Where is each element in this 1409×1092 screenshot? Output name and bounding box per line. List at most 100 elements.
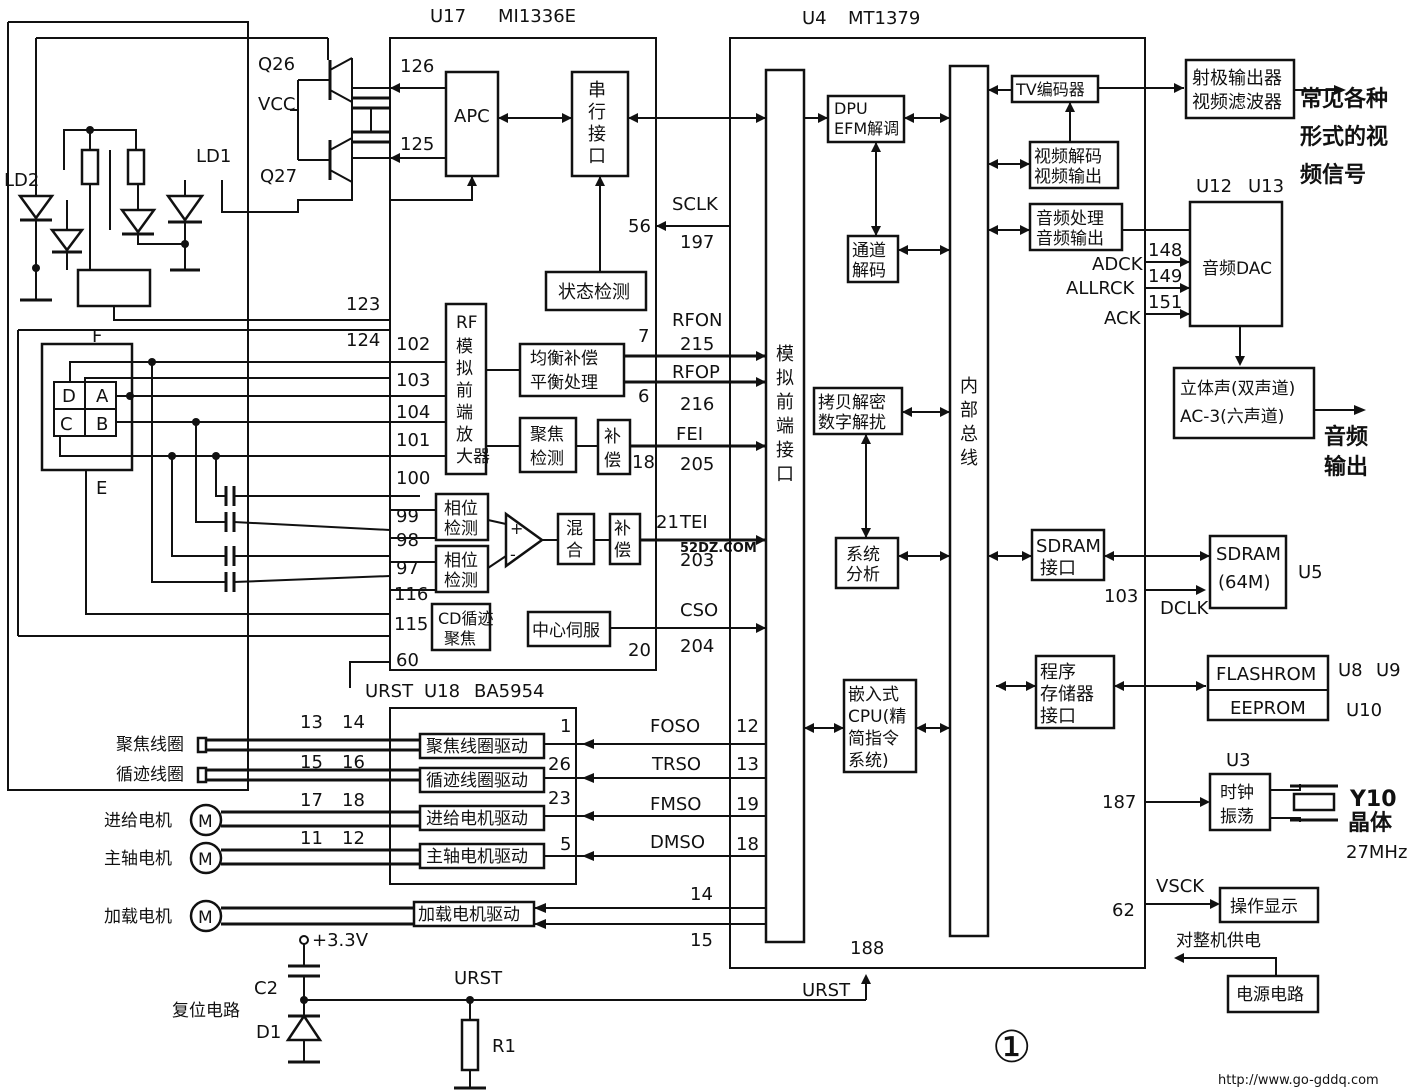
- equalizer-block: [518, 342, 626, 398]
- spindle-motor: [189, 841, 223, 875]
- q27-label: Q27: [260, 166, 297, 187]
- svg-text:系统: 系统: [846, 545, 880, 565]
- focus-detect-block: [518, 416, 578, 474]
- pd-c: C: [60, 414, 73, 435]
- q26-label: Q26: [258, 54, 295, 75]
- cd-servo-block: [430, 602, 492, 652]
- mix-block: [556, 512, 596, 566]
- rfop-label: RFOP: [672, 362, 720, 383]
- pin-d12: 12: [342, 828, 365, 849]
- vcc-label: VCC: [258, 94, 295, 115]
- r1-label: R1: [492, 1036, 516, 1057]
- embedded-cpu-block: [842, 678, 918, 774]
- u4-frame: [729, 37, 1146, 969]
- spindle-driver-label: 主轴电机驱动: [426, 847, 528, 867]
- phase-detect-2: [434, 544, 490, 594]
- pin-b23: 23: [548, 788, 571, 809]
- u9-label: U9: [1376, 660, 1401, 681]
- ld2-label: LD2: [4, 170, 39, 191]
- svg-text:端: 端: [456, 403, 473, 423]
- dclk-label: DCLK: [1160, 598, 1209, 619]
- svg-text:总: 总: [960, 424, 978, 445]
- spindle-driver-block: [418, 842, 546, 870]
- power-label: 电源电路: [1236, 985, 1304, 1005]
- pin-124: 124: [346, 330, 380, 351]
- u17-ref: U17: [430, 6, 466, 27]
- svg-text:系统): 系统): [848, 751, 889, 771]
- pin-d17: 17: [300, 790, 323, 811]
- pin-6: 6: [638, 386, 649, 407]
- display-label: 操作显示: [1230, 897, 1298, 917]
- u10-label: U10: [1346, 700, 1382, 721]
- ld1-diode: [119, 180, 205, 272]
- pin-197: 197: [680, 232, 714, 253]
- svg-text:程序: 程序: [1040, 662, 1076, 683]
- focus-coil-symbol: [196, 736, 208, 754]
- flash-eeprom-block: [1206, 654, 1330, 722]
- pin-c19: 19: [736, 794, 759, 815]
- u3-label: U3: [1226, 750, 1251, 771]
- adck-label: ADCK: [1092, 254, 1144, 275]
- center-servo-block: [526, 610, 612, 648]
- u12-label: U12: [1196, 176, 1232, 197]
- svg-text:视频滤波器: 视频滤波器: [1192, 92, 1282, 113]
- svg-text:存储器: 存储器: [1040, 684, 1094, 705]
- resistor-r1: [460, 1018, 480, 1072]
- pin-123: 123: [346, 294, 380, 315]
- pin-148: 148: [1148, 240, 1182, 261]
- svg-text:线: 线: [960, 448, 978, 469]
- u8-label: U8: [1338, 660, 1363, 681]
- pin-203: 203: [680, 550, 714, 571]
- svg-text:音频输出: 音频输出: [1036, 229, 1104, 249]
- rfon-label: RFON: [672, 310, 723, 331]
- svg-text:简指令: 简指令: [848, 729, 899, 749]
- u17-frame: [389, 37, 657, 671]
- emitter-follower-block: [1184, 58, 1296, 120]
- svg-text:拟: 拟: [776, 368, 794, 389]
- tracking-comp-block: [608, 512, 642, 566]
- svg-text:M: M: [198, 908, 213, 928]
- pin-116: 116: [394, 584, 428, 605]
- svg-text:检测: 检测: [444, 519, 478, 539]
- fei-label: FEI: [676, 424, 703, 445]
- pin-103: 103: [396, 370, 430, 391]
- svg-text:-: -: [510, 545, 516, 564]
- pin-d15: 15: [300, 752, 323, 773]
- ack-label: ACK: [1104, 308, 1142, 329]
- pin-d13: 13: [300, 712, 323, 733]
- internal-bus: [948, 64, 990, 938]
- pin-60: 60: [396, 650, 419, 671]
- pin-c18: 18: [736, 834, 759, 855]
- feed-motor-label: 进给电机: [104, 811, 172, 831]
- power-circuit-block: [1226, 974, 1320, 1014]
- pin-101: 101: [396, 430, 430, 451]
- pin-100: 100: [396, 468, 430, 489]
- svg-text:M: M: [198, 850, 213, 870]
- resistor-2: [126, 148, 146, 186]
- pd-f-label: F: [92, 326, 102, 347]
- reset-title: 复位电路: [172, 1001, 240, 1021]
- pd-diode: [49, 200, 85, 270]
- program-memory-if-block: [1034, 654, 1116, 730]
- svg-text:分析: 分析: [846, 565, 880, 585]
- pin-149: 149: [1148, 266, 1182, 287]
- serial-label-4: 口: [588, 146, 606, 167]
- load-driver-label: 加载电机驱动: [418, 905, 520, 925]
- pin-103b: 103: [1104, 586, 1138, 607]
- audio-process-block: [1028, 202, 1124, 252]
- load-motor-label: 加载电机: [104, 907, 172, 927]
- focus-driver-block: [418, 732, 546, 760]
- svg-text:端: 端: [776, 416, 794, 437]
- feed-driver-block: [418, 804, 546, 832]
- supply-label: 对整机供电: [1176, 931, 1261, 951]
- feed-motor: [189, 803, 223, 837]
- svg-text:+: +: [510, 519, 523, 538]
- urst-label-u17: URST: [365, 681, 414, 702]
- svg-text:拟: 拟: [456, 359, 473, 379]
- vsck-label: VSCK: [1156, 876, 1205, 897]
- sdram-interface-block: [1030, 528, 1106, 582]
- svg-text:嵌入式: 嵌入式: [848, 685, 899, 705]
- focus-coil-label: 聚焦线圈: [116, 735, 184, 755]
- track-driver-block: [418, 766, 546, 794]
- eq-label-1: 均衡补偿: [530, 349, 598, 369]
